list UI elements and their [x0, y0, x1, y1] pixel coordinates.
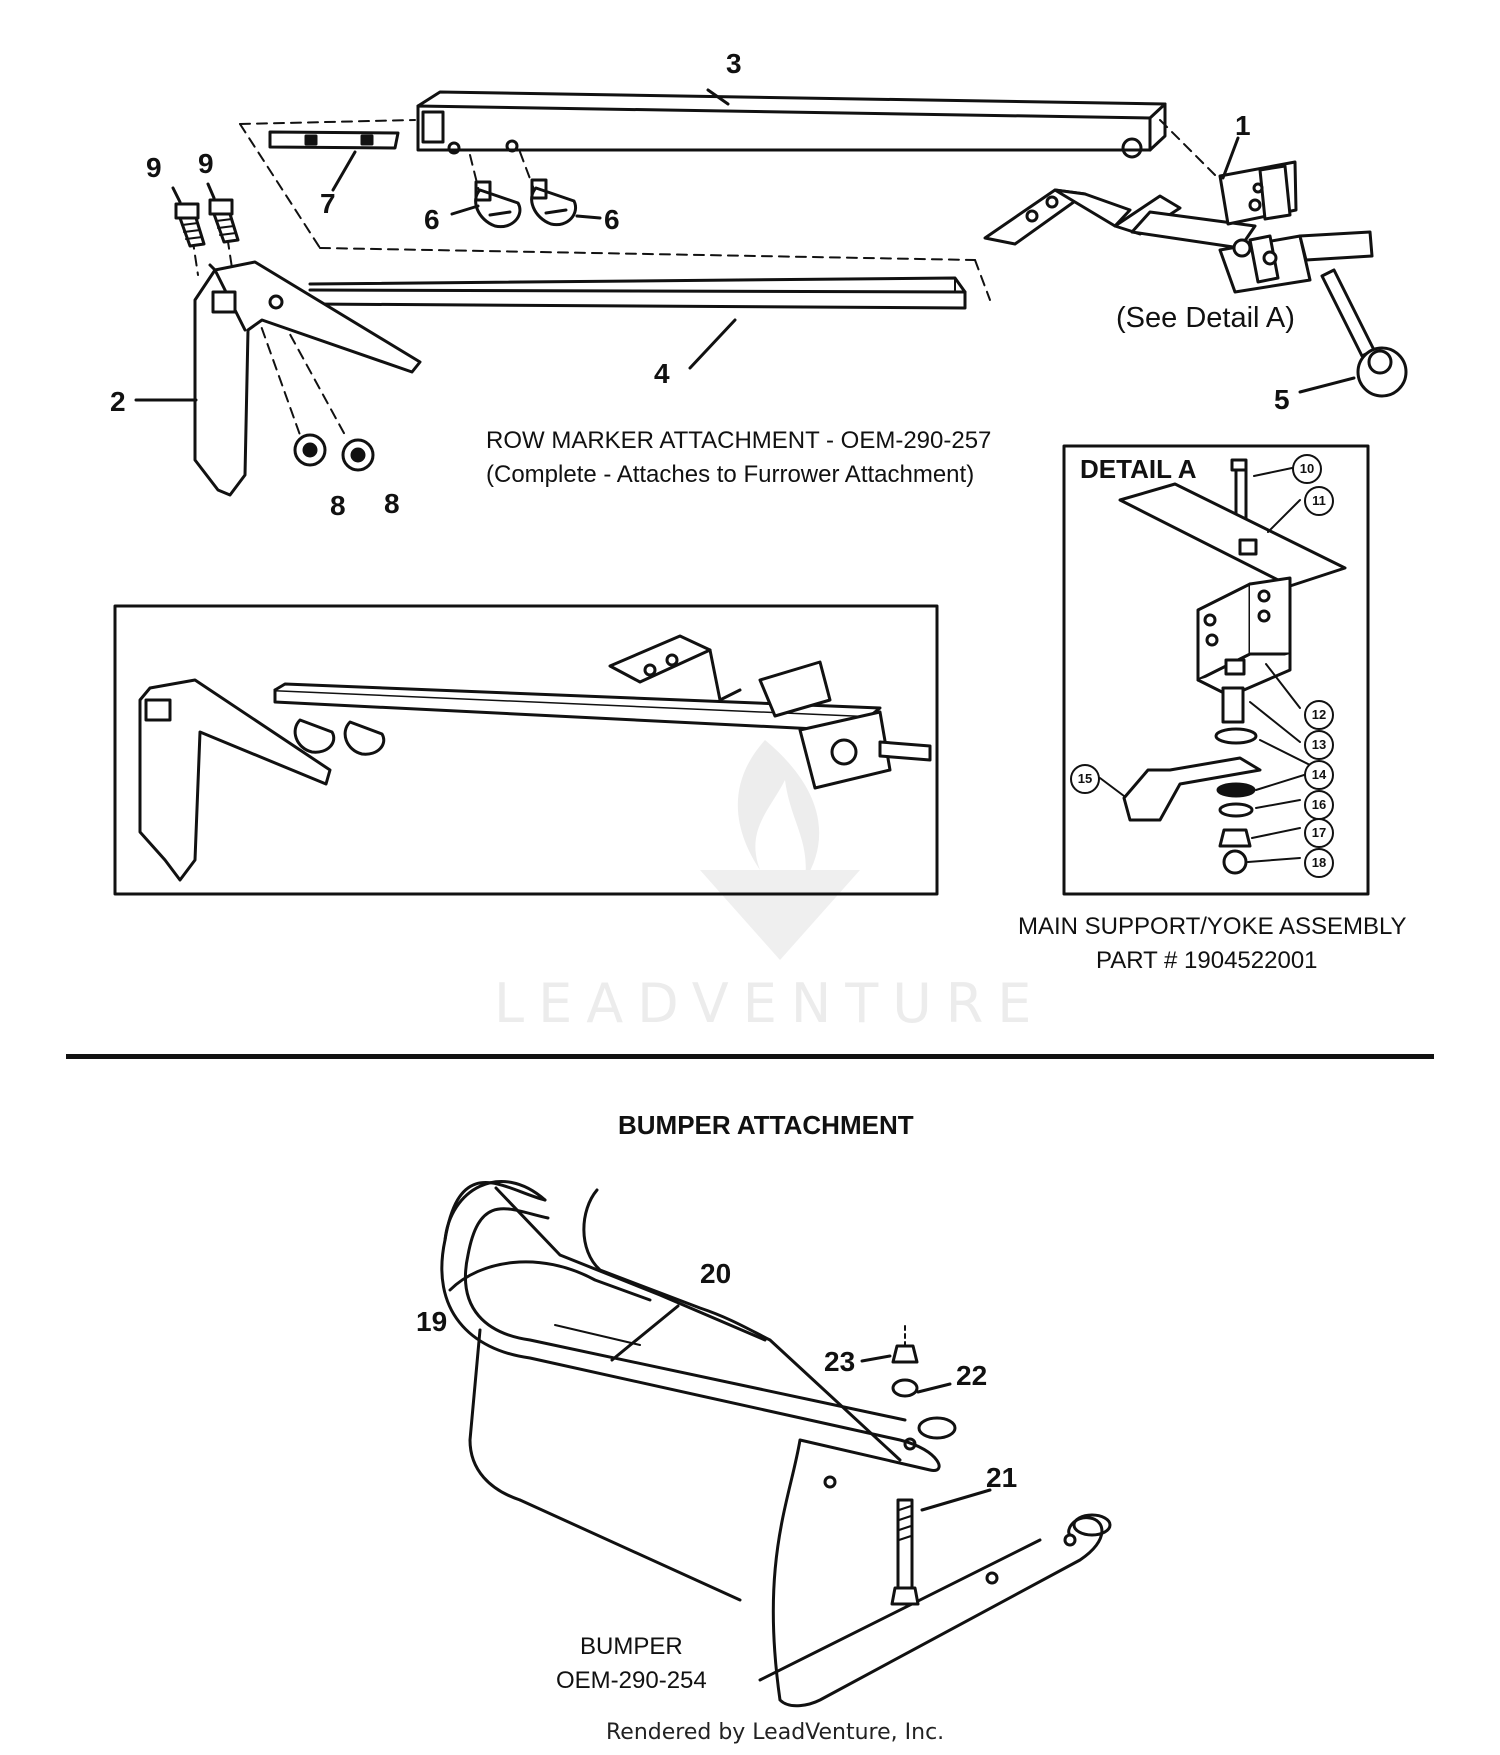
part-2-marker-blade [193, 260, 422, 497]
callout-2: 2 [110, 386, 126, 417]
detail-a-drawing [1118, 458, 1347, 875]
callout-19: 19 [416, 1306, 448, 1337]
part-6-leader-a [450, 204, 480, 216]
detail-a-caption-line2: PART # 1904522001 [1096, 947, 1318, 974]
callout-22: 22 [956, 1360, 988, 1391]
part-4-long-tube [308, 276, 967, 310]
assembled-view [138, 634, 932, 882]
callout-7: 7 [320, 188, 336, 219]
callout-9a: 9 [146, 152, 162, 183]
footer-rendered-by: Rendered by LeadVenture, Inc. [606, 1720, 945, 1745]
callout-15: 15 [1070, 764, 1100, 794]
callout-10: 10 [1292, 454, 1322, 484]
callout-14: 14 [1304, 760, 1334, 790]
part-9-leader-a [171, 186, 182, 204]
callout-6b: 6 [604, 204, 620, 235]
callout-12: 12 [1304, 700, 1334, 730]
callout-9b: 9 [198, 148, 214, 179]
detail-a-title: DETAIL A [1080, 454, 1197, 484]
callout-8b: 8 [384, 488, 400, 519]
part-4-leader [688, 318, 737, 370]
callout-6a: 6 [424, 204, 440, 235]
bumper-leaders [610, 1304, 992, 1512]
detail-a-caption-line1: MAIN SUPPORT/YOKE ASSEMBLY [1018, 913, 1407, 940]
part-3-leader [706, 88, 730, 106]
part-8-nuts [293, 433, 375, 472]
bumper-drawing [440, 1180, 1112, 1708]
assembled-view-frame [113, 604, 939, 896]
section-divider [66, 1054, 1434, 1059]
part-1-leader [1221, 136, 1240, 180]
part-6-screws [474, 178, 577, 229]
callout-4: 4 [654, 358, 670, 389]
part-7-leader [331, 150, 357, 192]
callout-17: 17 [1304, 818, 1334, 848]
callout-21: 21 [986, 1462, 1018, 1493]
callout-13: 13 [1304, 730, 1334, 760]
part-1-yoke [983, 160, 1374, 294]
bumper-title: BUMPER ATTACHMENT [618, 1110, 914, 1140]
bumper-hardware [890, 1325, 920, 1606]
callout-20: 20 [700, 1258, 732, 1289]
bumper-name: BUMPER [580, 1633, 683, 1660]
watermark-text: LEADVENTURE [494, 972, 1046, 1035]
part-5-pin [1320, 268, 1408, 398]
detail-a-frame [1062, 444, 1370, 896]
row-marker-subtitle: (Complete - Attaches to Furrower Attachm… [486, 461, 975, 488]
part-9-bolts [174, 198, 240, 248]
part-6-leader-b [575, 214, 602, 220]
part-3-upper-tube [416, 90, 1167, 159]
row-marker-title: ROW MARKER ATTACHMENT - OEM-290-257 [486, 427, 992, 454]
part-7-plate [268, 130, 400, 150]
bumper-part-number: OEM-290-254 [556, 1667, 707, 1694]
callout-5: 5 [1274, 384, 1290, 415]
callout-16: 16 [1304, 790, 1334, 820]
see-detail-a-note: (See Detail A) [1116, 302, 1295, 334]
callout-8a: 8 [330, 490, 346, 521]
callout-3: 3 [726, 48, 742, 79]
callout-1: 1 [1235, 110, 1251, 141]
part-5-leader [1298, 376, 1356, 394]
callout-18: 18 [1304, 848, 1334, 878]
alignment-lines [189, 119, 1216, 436]
callout-23: 23 [824, 1346, 856, 1377]
part-9-leader-b [206, 182, 216, 200]
callout-11: 11 [1304, 486, 1334, 516]
